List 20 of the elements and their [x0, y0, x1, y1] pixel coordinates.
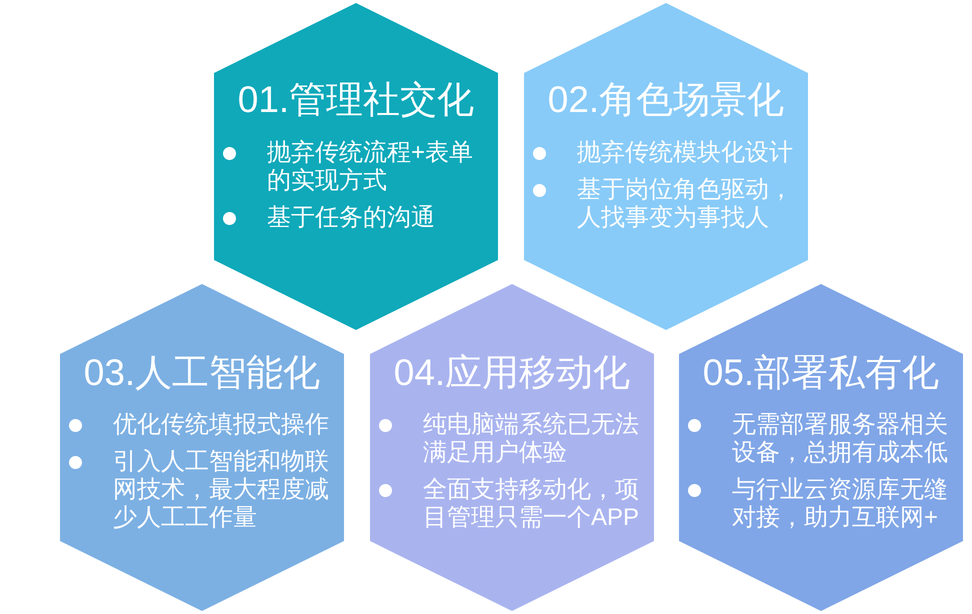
- bullet-text: 全面支持移动化，项目管理只需一个APP: [423, 476, 640, 532]
- bullet-text: 抛弃传统流程+表单的实现方式: [267, 139, 474, 195]
- bullet-text: 基于任务的沟通: [267, 204, 435, 232]
- hexagon: [214, 3, 498, 330]
- heading: 01.管理社交化: [238, 79, 474, 121]
- bullet-text: 优化传统填报式操作: [113, 411, 329, 439]
- bullet-text: 与行业云资源库无缝对接，助力互联网+: [732, 476, 949, 532]
- hexagon: [679, 284, 963, 611]
- bullet-text: 抛弃传统模块化设计: [577, 139, 793, 167]
- heading: 03.人工智能化: [84, 352, 320, 394]
- hexagon: [60, 284, 344, 611]
- hexagon: [524, 3, 808, 330]
- heading: 04.应用移动化: [394, 352, 630, 394]
- bullet-text: 无需部署服务器相关设备，总拥有成本低: [732, 411, 949, 467]
- hexagon: [370, 284, 654, 611]
- heading: 02.角色场景化: [548, 79, 784, 121]
- bullet-text: 纯电脑端系统已无法满足用户体验: [423, 411, 640, 467]
- heading: 05.部署私有化: [702, 352, 940, 394]
- bullet-text: 引入人工智能和物联网技术，最大程度减少人工工作量: [113, 448, 330, 532]
- bullet-text: 基于岗位角色驱动，人找事变为事找人: [577, 176, 794, 232]
